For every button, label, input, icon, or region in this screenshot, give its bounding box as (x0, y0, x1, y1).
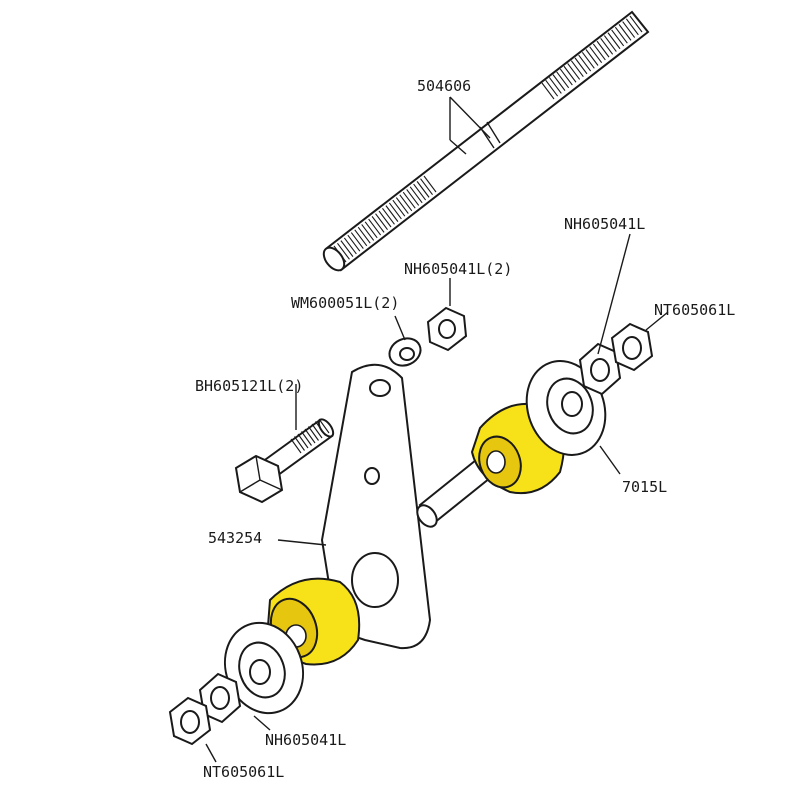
thread-line (574, 57, 588, 75)
thread-line (600, 38, 614, 55)
right-nyloc-nut (610, 322, 654, 372)
thread-line (340, 240, 354, 257)
thread-line (297, 433, 309, 449)
thread-line (364, 221, 378, 239)
thread-line (556, 71, 570, 89)
thread-line (420, 178, 433, 196)
thread-line (592, 43, 606, 61)
thread-line (399, 194, 413, 212)
thread-line (347, 234, 361, 252)
label-washer: WM600051L(2) (291, 294, 400, 312)
lower-cup-washer (223, 621, 305, 715)
thread-line (315, 421, 326, 436)
thread-line (416, 181, 430, 198)
thread-line (304, 428, 316, 444)
thread-line (388, 202, 402, 220)
thread-line (581, 51, 595, 69)
thread-line (611, 29, 625, 47)
thread-line (318, 418, 330, 434)
thread-line (311, 423, 323, 439)
thread-line (409, 186, 423, 204)
thread-line (343, 237, 357, 255)
thread-line (413, 183, 427, 201)
thread-line (567, 63, 581, 80)
thread-line (333, 245, 347, 263)
thread-line (406, 189, 420, 206)
thread-line (378, 210, 392, 228)
spring-washer (388, 337, 422, 367)
label-rod: 504606 (417, 77, 472, 95)
thread-line (578, 54, 592, 72)
thread-line (361, 224, 375, 241)
thread-line (301, 431, 312, 446)
thread-line (350, 232, 364, 249)
thread-line (357, 226, 371, 244)
thread-line (603, 35, 617, 52)
lower-nyloc-nut (168, 696, 212, 746)
right-hex-nut (578, 342, 622, 396)
leader-lines (205, 96, 669, 763)
upper-hex-nut (426, 306, 468, 352)
label-bracket: 543254 (208, 529, 263, 547)
thread-line (607, 32, 621, 50)
thread-line (392, 199, 406, 217)
thread-line (614, 26, 628, 44)
thread-line (618, 24, 632, 41)
thread-line (294, 436, 305, 451)
hex-bolt (234, 418, 335, 504)
threaded-rod (322, 10, 650, 272)
thread-line (589, 46, 603, 64)
thread-line (545, 79, 559, 97)
lower-hex-nut (198, 672, 242, 724)
thread-line (337, 242, 350, 260)
label-right-nyloc: NT605061L (654, 301, 736, 319)
thread-line (625, 18, 639, 36)
thread-line (371, 216, 385, 233)
label-bolt: BH605121L(2) (195, 377, 304, 395)
thread-line (548, 77, 562, 94)
thread-line (552, 74, 566, 91)
thread-line (395, 197, 409, 214)
thread-line (375, 213, 388, 231)
thread-line (423, 175, 437, 193)
thread-line (541, 82, 555, 100)
thread-line (354, 229, 368, 247)
label-right-nut: NH605041L (564, 215, 646, 233)
label-lower-nut: NH605041L (265, 731, 347, 749)
thread-line (382, 207, 395, 225)
thread-line (308, 426, 319, 441)
thread-line (570, 60, 584, 77)
thread-line (368, 218, 382, 236)
thread-line (585, 49, 599, 66)
thread-line (402, 191, 416, 209)
label-lower-nyloc: NT605061L (203, 763, 285, 781)
thread-line (629, 15, 643, 33)
thread-line (559, 68, 573, 86)
label-bush-kit: 7015L (622, 478, 668, 496)
label-upper-nut: NH605041L(2) (404, 260, 513, 278)
thread-line (290, 438, 302, 454)
thread-line (563, 65, 577, 83)
thread-line (622, 21, 636, 38)
thread-line (596, 40, 610, 58)
thread-line (385, 205, 399, 222)
